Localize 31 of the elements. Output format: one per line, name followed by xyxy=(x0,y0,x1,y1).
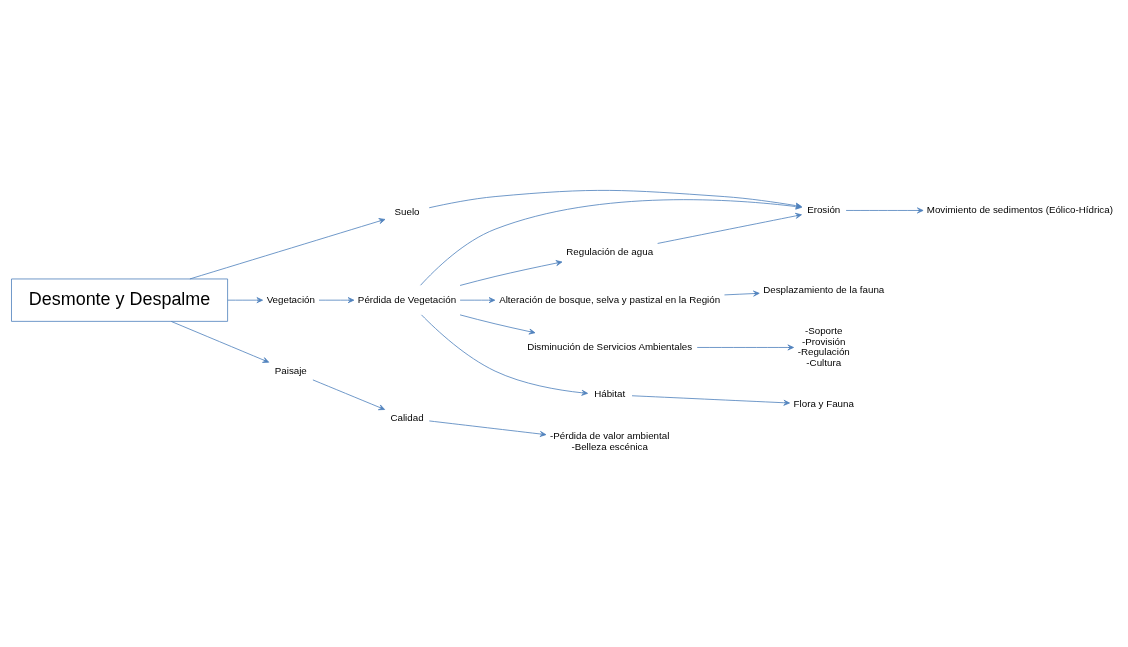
arrow xyxy=(845,207,924,214)
arrow xyxy=(421,314,588,396)
arrow xyxy=(318,297,355,304)
node-text: Erosión xyxy=(807,203,841,215)
arrow xyxy=(428,420,547,437)
arrow xyxy=(696,344,794,351)
arrow xyxy=(189,218,386,280)
node-text: Flora y Fauna xyxy=(793,398,854,410)
node-text: Regulación de agua xyxy=(566,246,654,258)
arrow xyxy=(170,321,270,363)
node-text: Suelo xyxy=(394,206,420,218)
node-text: Calidad xyxy=(390,411,424,423)
arrow xyxy=(459,297,496,304)
node-text: Paisaje xyxy=(274,364,307,376)
arrow xyxy=(724,290,760,297)
node-text: Desplazamiento de la fauna xyxy=(763,283,885,295)
arrow xyxy=(312,379,386,411)
arrow xyxy=(459,260,563,286)
node-text: -Soporte -Provisión -Regulación -Cultura xyxy=(797,325,850,368)
node-text: -Pérdida de valor ambiental -Belleza escénica xyxy=(549,430,670,452)
arrow xyxy=(459,314,536,335)
node-text: Pérdida de Vegetación xyxy=(357,293,457,305)
node-text: Vegetación xyxy=(266,293,315,305)
arrow xyxy=(657,212,802,244)
arrow xyxy=(631,395,790,406)
node-text: Disminución de Servicios Ambientales xyxy=(527,340,693,352)
node-box: Desmonte y Despalme xyxy=(11,278,228,322)
node-text: Alteración de bosque, selva y pastizal en la Región xyxy=(499,293,721,305)
node-text: Hábitat xyxy=(594,388,626,400)
arrow xyxy=(227,297,263,304)
node-text: Movimiento de sedimentos (Eólico-Hídrica) xyxy=(926,203,1113,215)
